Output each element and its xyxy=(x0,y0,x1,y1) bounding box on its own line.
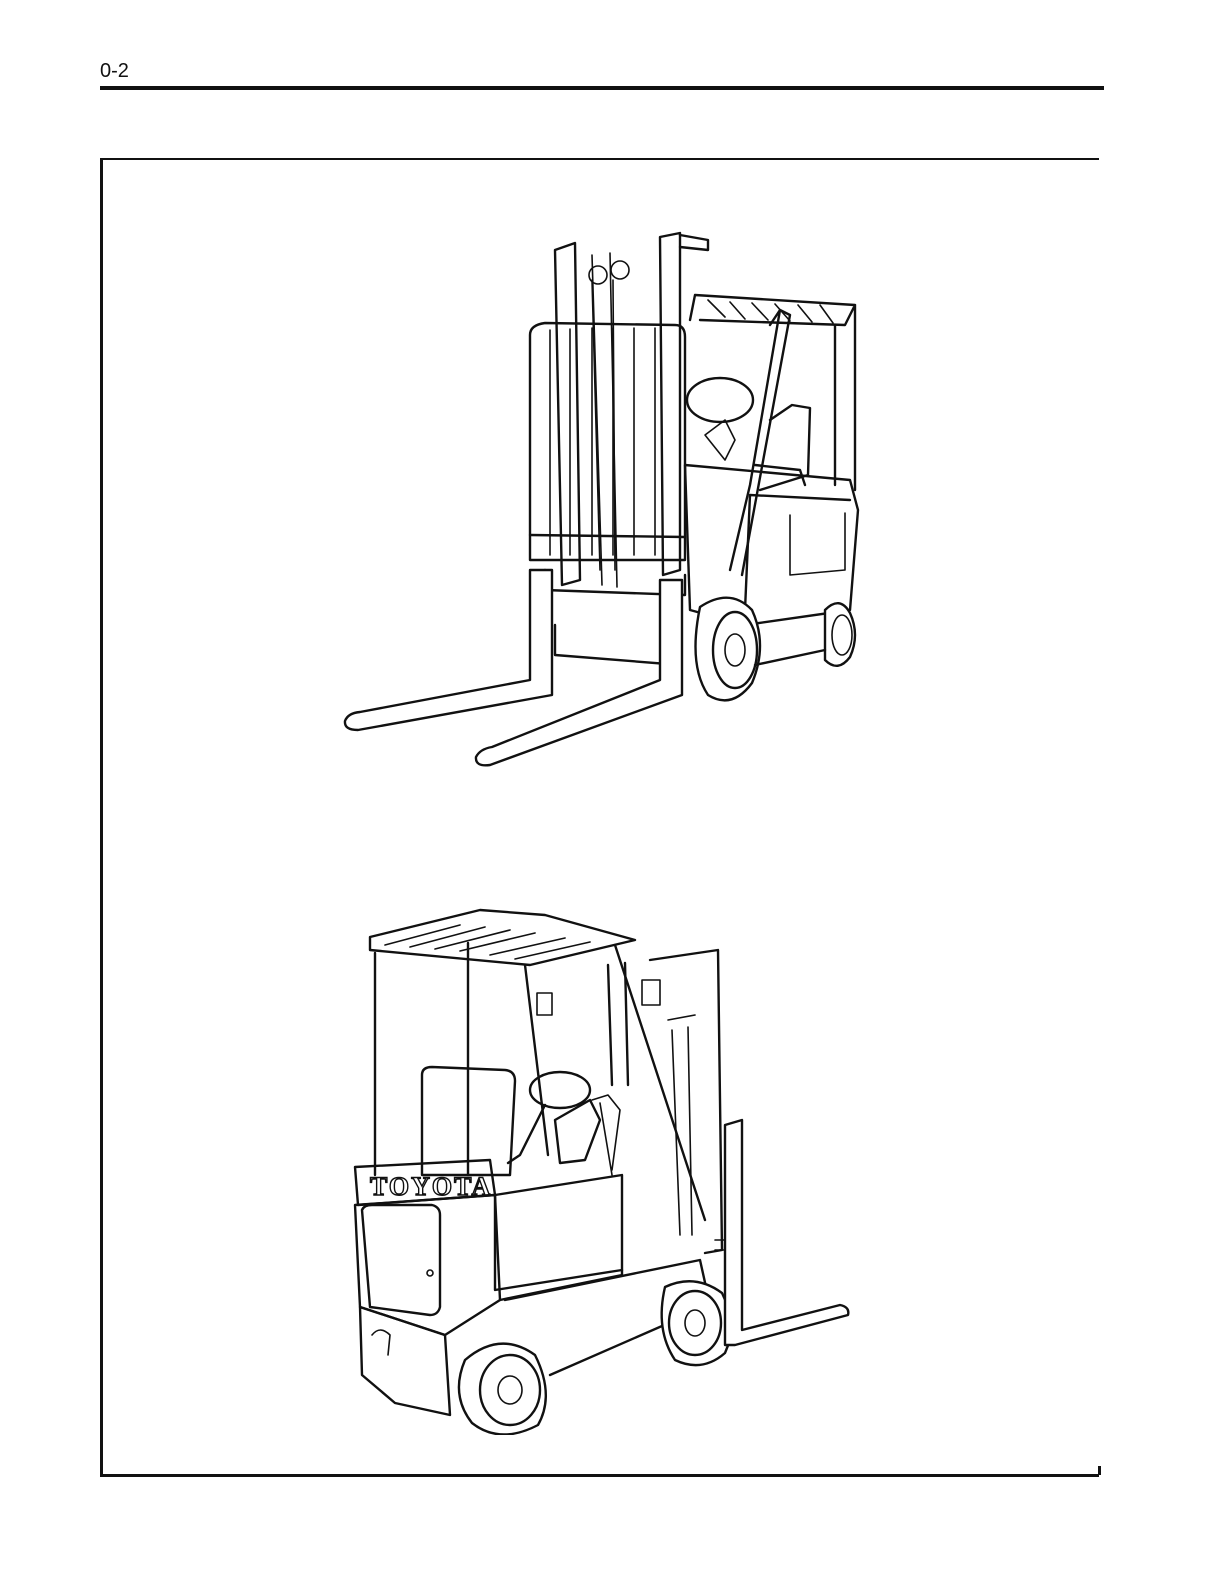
frame-corner-mark xyxy=(1098,1466,1101,1475)
forklift-front-view xyxy=(330,225,870,785)
header-rule xyxy=(100,86,1104,90)
forklift-rear-view: TOYOTA xyxy=(350,905,860,1435)
page-number: 0-2 xyxy=(100,60,129,82)
